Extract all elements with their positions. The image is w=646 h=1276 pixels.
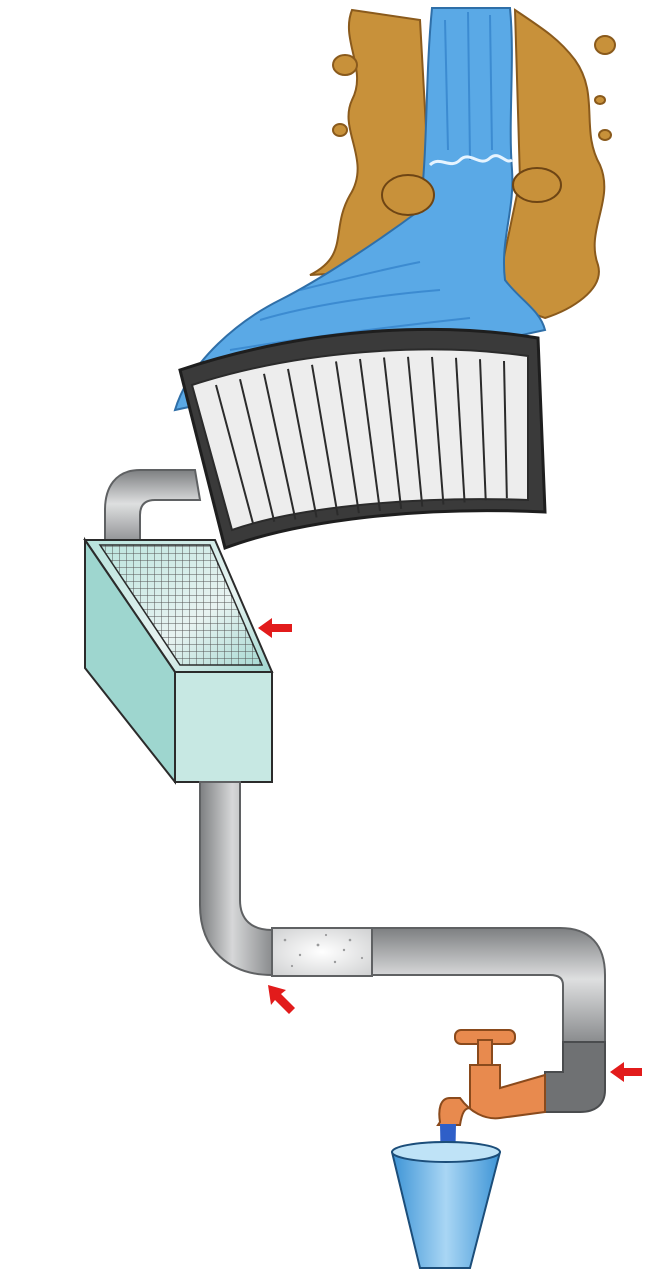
drinking-cup [392, 1142, 500, 1268]
pipe-upper [105, 470, 200, 545]
intake-screen [180, 329, 545, 548]
pipe-vertical-mid [200, 782, 272, 975]
arrow-mesh-filter [258, 618, 292, 638]
rock-boulder-right [513, 168, 561, 202]
arrow-sand-filter [268, 985, 295, 1014]
rock-cliff-right [495, 10, 615, 318]
arrow-faucet-pipe [610, 1062, 642, 1082]
rock-boulder-left [382, 175, 434, 215]
faucet [438, 1030, 545, 1125]
sand-filter-pipe [272, 928, 372, 976]
mesh-filter-box [85, 540, 272, 782]
